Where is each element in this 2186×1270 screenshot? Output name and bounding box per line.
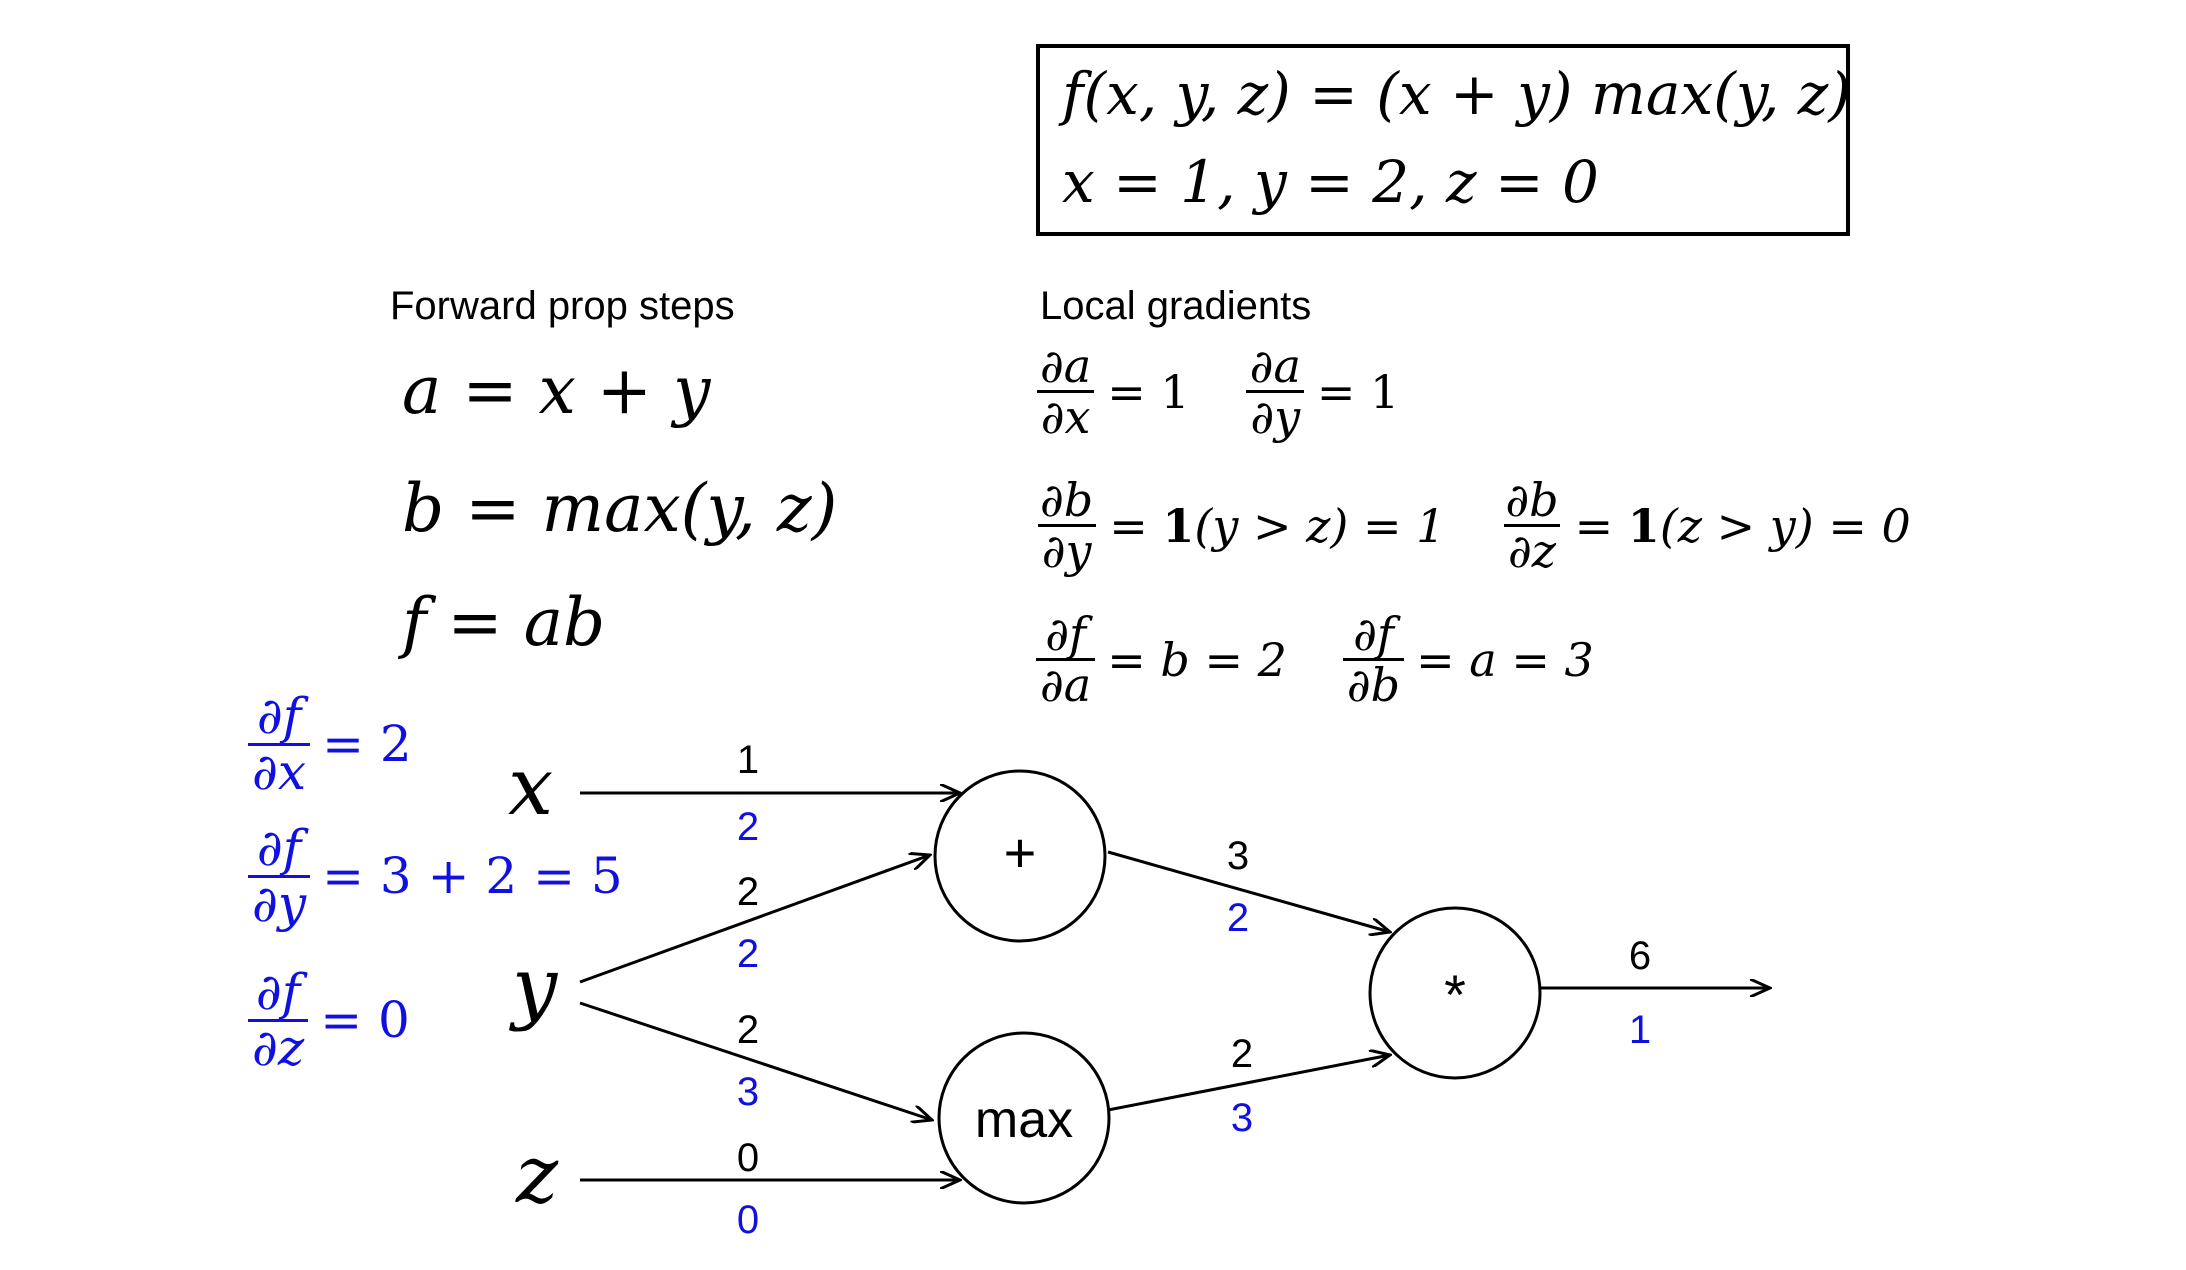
- node-max-label: max: [974, 1091, 1074, 1149]
- edge-z-max-backward: 0: [736, 1198, 760, 1242]
- edge-x-plus-backward: 2: [736, 805, 760, 849]
- edge-max-mul-forward: 2: [1230, 1032, 1254, 1076]
- edge-plus-mul-forward: 3: [1226, 834, 1250, 878]
- edge-plus-mul: [1107, 850, 1390, 932]
- function-definition: f(x, y, z) = (x + y) max(y, z): [1062, 60, 1851, 128]
- forward-step-a: a = x + y: [402, 352, 711, 429]
- frac-db-dy: ∂b∂y: [1036, 476, 1097, 576]
- edge-y-plus-backward: 2: [736, 932, 760, 976]
- edge-output-forward: 6: [1628, 934, 1652, 978]
- edge-z-max-forward: 0: [736, 1136, 760, 1180]
- input-z: z: [516, 1128, 559, 1221]
- node-mul-circle: [1368, 906, 1542, 1080]
- edge-y-plus: [579, 855, 930, 984]
- local-grad-row-2: ∂b∂y = 1(y > z) = 1 ∂b∂z = 1(z > y) = 0: [1036, 476, 1911, 576]
- frac-df-da: ∂f∂a: [1036, 610, 1096, 710]
- input-y: y: [512, 940, 558, 1033]
- forward-heading: Forward prop steps: [390, 284, 735, 328]
- input-x: x: [508, 740, 554, 833]
- local-heading: Local gradients: [1040, 284, 1312, 328]
- edge-max-mul-backward: 3: [1230, 1096, 1254, 1140]
- forward-step-b: b = max(y, z): [402, 470, 838, 547]
- frac-db-dz: ∂b∂z: [1503, 473, 1561, 579]
- frac-da-dx: ∂a∂x: [1036, 342, 1095, 442]
- node-plus-circle: [933, 769, 1107, 943]
- edge-output-backward: 1: [1628, 1008, 1652, 1052]
- edge-y-max-forward: 2: [736, 1008, 760, 1052]
- forward-step-f: f = ab: [402, 584, 606, 661]
- frac-df-db: ∂f∂b: [1342, 610, 1405, 710]
- input-values: x = 1, y = 2, z = 0: [1062, 148, 1599, 216]
- node-max-circle: [937, 1031, 1111, 1205]
- final-grad-y: ∂f∂y = 3 + 2 = 5: [248, 822, 623, 930]
- edge-y-plus-forward: 2: [736, 870, 760, 914]
- edge-x-plus-forward: 1: [736, 738, 760, 782]
- local-grad-row-1: ∂a∂x = 1 ∂a∂y = 1: [1036, 342, 1399, 442]
- local-grad-row-3: ∂f∂a = b = 2 ∂f∂b = a = 3: [1036, 610, 1594, 710]
- frac-da-dy: ∂a∂y: [1246, 342, 1305, 442]
- final-grad-x: ∂f∂x = 2: [248, 690, 412, 798]
- final-grad-z: ∂f∂z = 0: [248, 966, 410, 1074]
- edge-plus-mul-backward: 2: [1226, 896, 1250, 940]
- node-plus-label: +: [1003, 821, 1037, 884]
- edge-y-max-backward: 3: [736, 1070, 760, 1114]
- function-box: f(x, y, z) = (x + y) max(y, z) x = 1, y …: [1036, 44, 1851, 236]
- edge-max-mul: [1107, 1055, 1390, 1112]
- edge-y-max: [579, 1001, 932, 1120]
- node-mul-label: *: [1444, 963, 1466, 1026]
